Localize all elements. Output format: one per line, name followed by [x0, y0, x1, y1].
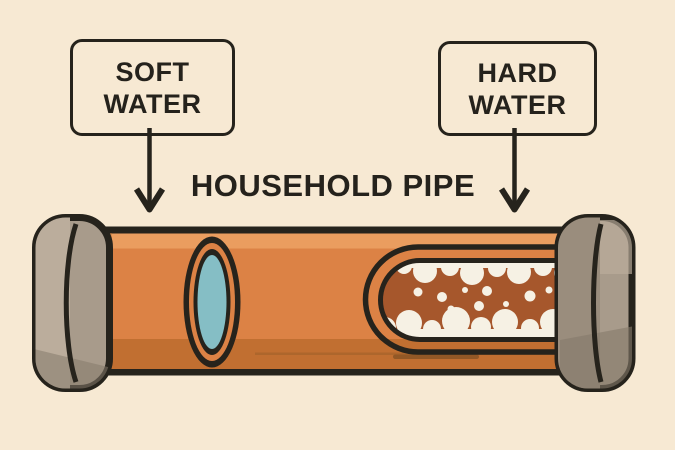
limescale-cutaway	[362, 244, 600, 355]
left-cap-shading	[35, 217, 110, 389]
clean-water-opening	[197, 255, 227, 349]
down-arrow-icon	[133, 128, 166, 213]
hard-water-line2: WATER	[468, 89, 567, 120]
soft-water-line2: WATER	[103, 88, 202, 119]
down-arrow-icon	[498, 128, 531, 213]
soft-water-line1: SOFT	[115, 56, 190, 87]
cutaway-outer-edge	[362, 244, 600, 355]
cutaway-inner-edge	[378, 258, 600, 342]
soft-water-label: SOFT WATER	[70, 39, 235, 136]
left-pipe-cap	[32, 214, 113, 392]
clean-pipe-cross-section	[183, 236, 241, 368]
hard-water-line1: HARD	[477, 57, 558, 88]
right-cap-shading	[558, 217, 632, 389]
right-pipe-cap	[554, 214, 636, 392]
hard-water-label: HARD WATER	[438, 41, 597, 136]
page-title: HOUSEHOLD PIPE	[190, 168, 476, 203]
